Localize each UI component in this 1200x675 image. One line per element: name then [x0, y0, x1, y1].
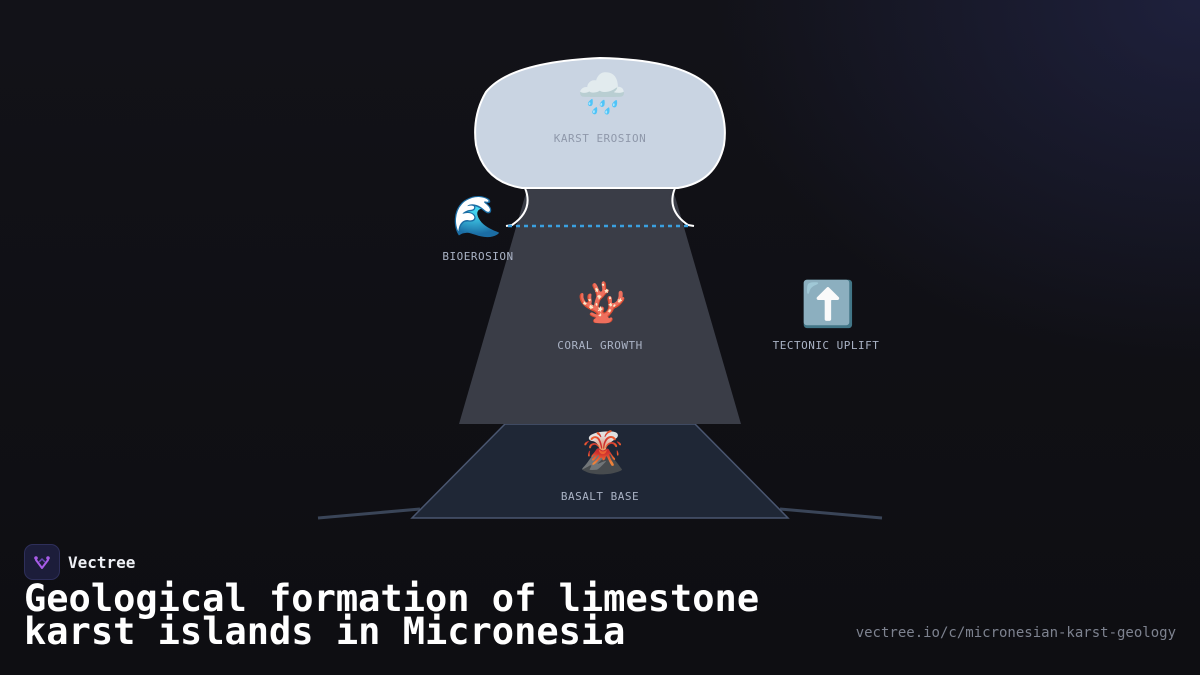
rain-cloud-icon: 🌧️ [577, 71, 627, 117]
label-bioerosion: BIOEROSION [442, 250, 514, 263]
seafloor-left [317, 507, 421, 520]
coral-icon: 🪸 [577, 280, 627, 326]
page-title: Geological formation of limestone karst … [24, 577, 760, 653]
up-arrow-icon: ⬆️ [800, 279, 856, 330]
source-url: vectree.io/c/micronesian-karst-geology [855, 625, 1176, 641]
volcano-icon: 🌋 [577, 430, 627, 476]
brand: Vectree [24, 544, 135, 580]
label-basalt-base: BASALT BASE [560, 490, 640, 503]
label-coral-growth: CORAL GROWTH [557, 339, 643, 352]
label-karst-erosion: KARST EROSION [553, 132, 647, 145]
coral-reef-layer [459, 186, 741, 424]
brand-name: Vectree [68, 552, 136, 572]
seafloor-right [779, 507, 883, 520]
vectree-logo-icon [24, 544, 60, 580]
notch-left [505, 187, 529, 227]
wave-icon: 🌊 [452, 194, 502, 240]
karst-cap-top [474, 56, 726, 189]
label-tectonic-uplift: TECTONIC UPLIFT [772, 339, 880, 352]
